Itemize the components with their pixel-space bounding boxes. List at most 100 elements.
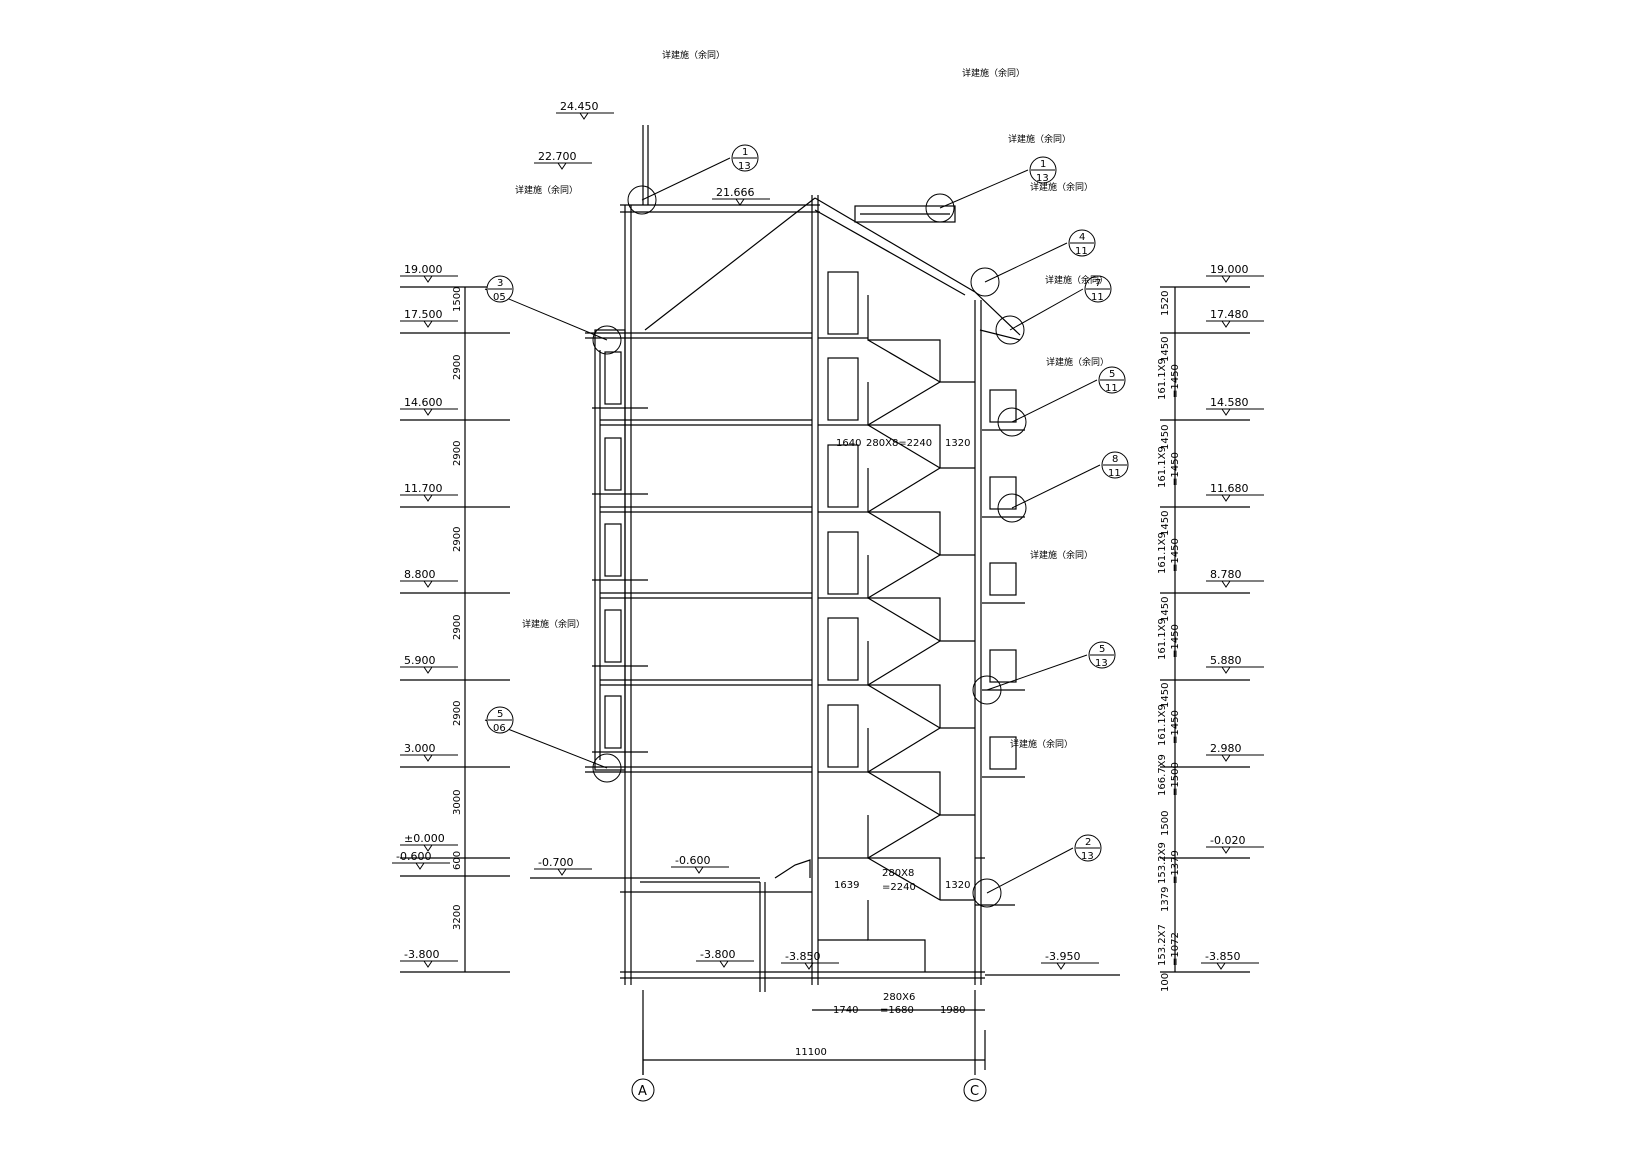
detail-sheet: 06: [493, 723, 506, 734]
elevation-marker: [735, 198, 745, 206]
detail-number: 4: [1079, 232, 1085, 243]
dimension-label: 3000: [452, 790, 463, 815]
dimension-label: 1640: [836, 438, 861, 449]
elevation-marker: [423, 666, 433, 674]
elevation-marker: [1221, 580, 1231, 588]
elevation-label: 8.800: [404, 568, 436, 581]
grid-axis-label: C: [970, 1084, 979, 1099]
dimension-label: 166.7X9: [1157, 754, 1168, 796]
elevation-marker: [1221, 320, 1231, 328]
detail-number: 5: [1099, 644, 1105, 655]
elevation-label: -3.850: [1205, 950, 1240, 963]
elevation-label: 11.680: [1210, 482, 1249, 495]
annotation-note: 详建施（余同）: [1045, 274, 1108, 286]
detail-callout-circle: [925, 193, 955, 223]
detail-number: 8: [1112, 454, 1118, 465]
elevation-marker: [423, 275, 433, 283]
elevation-label: -3.800: [404, 948, 439, 961]
dimension-label: 161.1X9: [1157, 532, 1168, 574]
annotation-note: 详建施（余同）: [522, 618, 585, 630]
elevation-marker: [1056, 962, 1066, 970]
elevation-marker: [557, 162, 567, 170]
annotation-note: 详建施（余同）: [1010, 738, 1073, 750]
dimension-label: 280X6: [883, 992, 915, 1003]
elevation-label: 19.000: [404, 263, 443, 276]
elevation-label: 3.000: [404, 742, 436, 755]
dimension-label: 161.1X9: [1157, 446, 1168, 488]
detail-number: 1: [742, 147, 748, 158]
grid-axis-bubble: [963, 1078, 987, 1102]
detail-leader-line: [1011, 464, 1101, 509]
dimension-label: =1450: [1170, 364, 1181, 398]
detail-sheet: 13: [1095, 658, 1108, 669]
dimension-label: 1320: [945, 880, 970, 891]
elevation-marker: [423, 844, 433, 852]
elevation-label: 5.880: [1210, 654, 1242, 667]
elevation-label: -3.800: [700, 948, 735, 961]
elevation-label: -0.600: [396, 850, 431, 863]
annotation-note: 详建施（余同）: [515, 184, 578, 196]
detail-sheet: 11: [1075, 246, 1088, 257]
elevation-marker: [423, 754, 433, 762]
elevation-marker: [1221, 408, 1231, 416]
detail-sheet: 11: [1091, 292, 1104, 303]
elevation-marker: [1221, 754, 1231, 762]
elevation-label: ±0.000: [404, 832, 445, 845]
elevation-marker: [579, 112, 589, 120]
dimension-label: =1450: [1170, 452, 1181, 486]
dimension-label: 1500: [1160, 811, 1171, 836]
detail-sheet: 11: [1105, 383, 1118, 394]
elevation-label: 2.980: [1210, 742, 1242, 755]
elevation-label: 17.500: [404, 308, 443, 321]
dimension-label: =1680: [880, 1005, 914, 1016]
detail-callout-circle: [627, 185, 657, 215]
dimension-label: =1500: [1170, 762, 1181, 796]
annotation-note: 详建施（余同）: [1046, 356, 1109, 368]
elevation-marker: [804, 962, 814, 970]
elevation-marker: [1221, 494, 1231, 502]
elevation-marker: [423, 960, 433, 968]
elevation-marker: [1221, 275, 1231, 283]
detail-leader-line: [984, 242, 1068, 283]
dimension-label: 161.1X9: [1157, 358, 1168, 400]
dimension-label: 1320: [945, 438, 970, 449]
dimension-label: 100: [1160, 973, 1171, 992]
elevation-label: 11.700: [404, 482, 443, 495]
grid-axis-bubble: [631, 1078, 655, 1102]
dimension-label: 1520: [1160, 291, 1171, 316]
detail-sheet: 13: [1036, 173, 1049, 184]
dimension-label: 280X8: [882, 868, 914, 879]
detail-leader-line: [1009, 288, 1084, 331]
detail-number: 5: [497, 709, 503, 720]
annotation-note: 详建施（余同）: [1008, 133, 1071, 145]
elevation-marker: [694, 866, 704, 874]
elevation-label: 14.600: [404, 396, 443, 409]
elevation-marker: [719, 960, 729, 968]
elevation-marker: [423, 320, 433, 328]
dimension-label: 153.2X7: [1157, 924, 1168, 966]
dimension-label: 3200: [452, 905, 463, 930]
elevation-label: 21.666: [716, 186, 755, 199]
detail-callout-circle: [972, 675, 1002, 705]
elevation-label: -3.950: [1045, 950, 1080, 963]
elevation-label: 24.450: [560, 100, 599, 113]
dimension-label: =1072: [1170, 932, 1181, 966]
elevation-label: 22.700: [538, 150, 577, 163]
detail-callout-circle: [592, 325, 622, 355]
detail-callout-circle: [997, 407, 1027, 437]
annotation-note: 详建施（余同）: [1030, 181, 1093, 193]
dimension-label: 600: [452, 851, 463, 870]
detail-sheet: 11: [1108, 468, 1121, 479]
elevation-marker: [1221, 666, 1231, 674]
dimension-label: 2900: [452, 615, 463, 640]
dimension-label: 1450: [1160, 425, 1171, 450]
elevation-label: 19.000: [1210, 263, 1249, 276]
detail-leader-line: [986, 654, 1088, 691]
detail-number: 3: [497, 278, 503, 289]
elevation-marker: [415, 862, 425, 870]
dimension-label: 2900: [452, 441, 463, 466]
dimension-label: 1450: [1160, 597, 1171, 622]
elevation-marker: [423, 580, 433, 588]
dimension-label: =1450: [1170, 710, 1181, 744]
